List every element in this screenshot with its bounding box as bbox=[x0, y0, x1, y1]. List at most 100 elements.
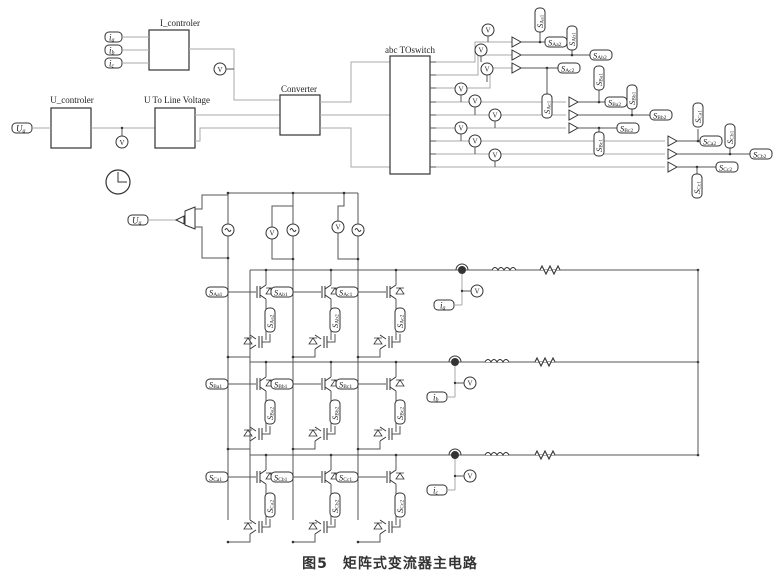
gate-tag-bb2[interactable]: SBb2 bbox=[649, 109, 673, 122]
gate-tag-ba2[interactable]: SBa2 bbox=[264, 399, 276, 425]
output-current-tag-b[interactable]: ib bbox=[426, 391, 448, 404]
gate-tag-cc2[interactable]: SCc2 bbox=[715, 161, 739, 173]
gate-tag-ca1[interactable]: SCa1 bbox=[692, 102, 704, 128]
svg-text:SCc1: SCc1 bbox=[692, 181, 703, 194]
svg-text:V: V bbox=[472, 138, 477, 146]
svg-text:ib: ib bbox=[433, 393, 439, 404]
gate-tag-bc1[interactable]: SBc1 bbox=[335, 378, 359, 390]
svg-text:SBc2: SBc2 bbox=[395, 407, 406, 420]
output-current-tag-c[interactable]: ic bbox=[426, 484, 448, 497]
output-branch-b: Vib bbox=[426, 355, 700, 404]
svg-text:SBc1: SBc1 bbox=[594, 139, 605, 152]
gate-tag-cb1[interactable]: SCb1 bbox=[724, 123, 736, 149]
svg-text:SBa1: SBa1 bbox=[209, 380, 222, 391]
input-ua[interactable]: Ua bbox=[11, 122, 33, 135]
gate-tag-cc2[interactable]: SCc2 bbox=[394, 492, 406, 518]
svg-text:SAa1: SAa1 bbox=[535, 14, 546, 28]
current-sensor-icon bbox=[458, 266, 466, 274]
gate-tag-ba1[interactable]: SBa1 bbox=[205, 378, 229, 391]
output-current-tag-a[interactable]: ia bbox=[433, 299, 455, 312]
svg-text:SAb1: SAb1 bbox=[567, 32, 578, 46]
gate-tag-bb1[interactable]: SBb1 bbox=[626, 84, 638, 110]
voltmeter-icon: V bbox=[468, 134, 482, 148]
gate-tag-ac2[interactable]: SAc2 bbox=[557, 62, 581, 74]
power-circuit: UaVVSAa1SAa2SAb1SAb2SAc1SAc2ViaSBa1SBa2S… bbox=[127, 191, 700, 544]
gate-tag-ab1[interactable]: SAb1 bbox=[270, 286, 294, 298]
svg-text:V: V bbox=[474, 288, 479, 296]
input-ia[interactable]: ia bbox=[104, 31, 123, 44]
gate-tag-aa2[interactable]: SAa2 bbox=[544, 36, 568, 49]
svg-text:V: V bbox=[484, 66, 489, 74]
svg-text:SCb2: SCb2 bbox=[753, 150, 767, 161]
converter-block[interactable]: Converter bbox=[279, 84, 321, 136]
voltmeter-icon: V bbox=[331, 220, 345, 234]
gate-tag-ba2[interactable]: SBa2 bbox=[604, 96, 628, 109]
u-to-line-voltage-label: U To Line Voltage bbox=[144, 95, 210, 105]
gain-buffer-icon bbox=[568, 122, 580, 134]
gate-tag-aa1[interactable]: SAa1 bbox=[205, 286, 229, 298]
current-sensor-icon bbox=[451, 358, 459, 366]
input-ia-main: i bbox=[109, 33, 112, 43]
voltmeter-icon: V bbox=[468, 94, 482, 108]
svg-text:SCb1: SCb1 bbox=[725, 130, 736, 144]
voltmeter-icon: V bbox=[454, 121, 468, 135]
gate-tag-bc1[interactable]: SBc1 bbox=[593, 131, 605, 157]
gate-tag-ca1[interactable]: SCa1 bbox=[205, 471, 229, 483]
gate-tag-aa1[interactable]: SAa1 bbox=[534, 7, 546, 33]
i-controler-block[interactable]: I_controler bbox=[148, 18, 200, 71]
gate-tag-ac2[interactable]: SAc2 bbox=[394, 307, 406, 333]
gate-tag-ca2[interactable]: SCa2 bbox=[264, 492, 276, 518]
gate-tag-ac1[interactable]: SAc1 bbox=[541, 93, 553, 119]
gate-tag-cc1[interactable]: SCc1 bbox=[691, 173, 703, 199]
svg-text:SAa2: SAa2 bbox=[548, 38, 562, 49]
gate-tag-bc2[interactable]: SBc2 bbox=[616, 122, 640, 134]
resistor-icon bbox=[534, 356, 556, 368]
gate-tag-ba1[interactable]: SBa1 bbox=[593, 65, 605, 91]
abc-toswitch-block[interactable]: abc TOswitch bbox=[385, 45, 435, 175]
input-ic[interactable]: ic bbox=[104, 57, 123, 70]
gain-buffer-icon bbox=[511, 62, 523, 74]
voltmeter-icon: V bbox=[480, 62, 494, 76]
u-to-line-voltage-block[interactable]: U To Line Voltage bbox=[144, 95, 210, 149]
gain-buffer-icon bbox=[667, 148, 679, 160]
svg-text:SBb1: SBb1 bbox=[627, 91, 638, 105]
input-ib[interactable]: ib bbox=[104, 44, 123, 57]
voltmeter-icon: V bbox=[488, 108, 502, 122]
input-ua-source[interactable]: Ua bbox=[127, 214, 149, 227]
svg-text:V: V bbox=[335, 224, 340, 232]
svg-text:SAa2: SAa2 bbox=[265, 314, 276, 328]
gate-tag-cb1[interactable]: SCb1 bbox=[270, 471, 294, 484]
abc-toswitch-label: abc TOswitch bbox=[385, 45, 435, 55]
gate-tag-ab1[interactable]: SAb1 bbox=[566, 25, 578, 51]
gate-tag-bb1[interactable]: SBb1 bbox=[270, 378, 294, 390]
svg-text:SAb2: SAb2 bbox=[330, 314, 341, 328]
svg-text:SAc1: SAc1 bbox=[339, 288, 353, 299]
svg-text:SBb2: SBb2 bbox=[653, 111, 667, 122]
voltmeter-icon: V bbox=[470, 284, 484, 298]
voltmeter-u-controler: V bbox=[115, 126, 129, 149]
inductor-icon bbox=[491, 266, 517, 272]
gate-tag-ca2[interactable]: SCa2 bbox=[699, 135, 723, 147]
gain-buffer-icon bbox=[667, 135, 679, 147]
gate-tag-cc1[interactable]: SCc1 bbox=[335, 471, 359, 483]
gate-tag-aa2[interactable]: SAa2 bbox=[264, 307, 276, 333]
u-controler-block[interactable]: U_controler bbox=[50, 95, 94, 149]
svg-text:SBa2: SBa2 bbox=[608, 98, 621, 109]
output-branch-a: Via bbox=[433, 263, 700, 312]
gate-tag-ab2[interactable]: SAb2 bbox=[589, 49, 613, 61]
voltmeter-icon: V bbox=[265, 226, 279, 240]
svg-text:V: V bbox=[478, 47, 483, 55]
gate-tag-bc2[interactable]: SBc2 bbox=[394, 399, 406, 425]
svg-text:ia: ia bbox=[440, 301, 446, 312]
ac-source-a bbox=[221, 223, 235, 237]
gate-tag-cb2[interactable]: SCb2 bbox=[749, 148, 773, 161]
gate-tag-bb2[interactable]: SBb2 bbox=[329, 399, 341, 425]
voltmeter-icon: V bbox=[474, 43, 488, 57]
gate-tag-cb2[interactable]: SCb2 bbox=[329, 492, 341, 518]
gate-tag-ac1[interactable]: SAc1 bbox=[335, 286, 359, 299]
bidirectional-switch bbox=[356, 453, 405, 544]
svg-text:V: V bbox=[269, 230, 274, 238]
svg-text:SCb1: SCb1 bbox=[274, 473, 288, 484]
gate-tag-ab2[interactable]: SAb2 bbox=[329, 307, 341, 333]
